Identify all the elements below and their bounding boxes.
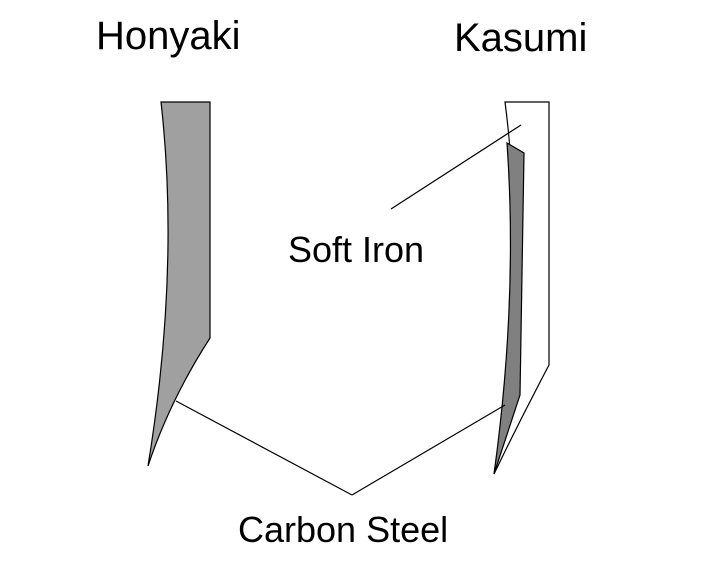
carbon-steel-leader-line-left	[175, 400, 353, 496]
honyaki-title: Honyaki	[96, 14, 241, 58]
kasumi-blade-carbon-steel	[493, 141, 525, 475]
carbon-steel-leader-line-right	[351, 404, 506, 496]
carbon-steel-label: Carbon Steel	[238, 509, 449, 550]
soft-iron-label: Soft Iron	[288, 229, 425, 270]
kasumi-title: Kasumi	[454, 16, 588, 60]
soft-iron-leader-line	[390, 124, 522, 210]
honyaki-blade-carbon-steel	[147, 101, 211, 467]
